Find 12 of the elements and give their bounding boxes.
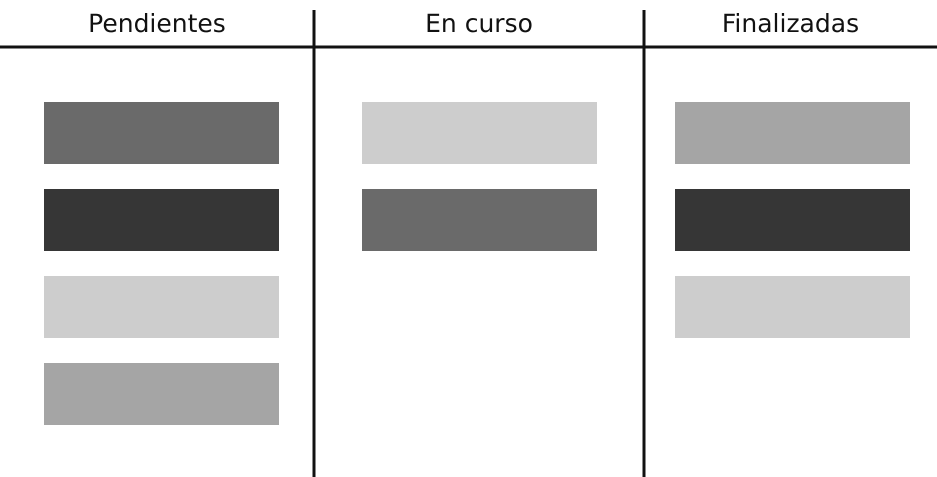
task-card	[44, 363, 279, 425]
task-card	[675, 189, 910, 251]
task-card	[44, 189, 279, 251]
task-card	[362, 189, 597, 251]
task-card	[44, 102, 279, 164]
task-card	[675, 102, 910, 164]
column-header: Finalizadas	[722, 8, 860, 40]
task-card	[44, 276, 279, 338]
task-card	[675, 276, 910, 338]
column-header: Pendientes	[88, 8, 226, 40]
task-card	[362, 102, 597, 164]
column-header: En curso	[425, 8, 533, 40]
